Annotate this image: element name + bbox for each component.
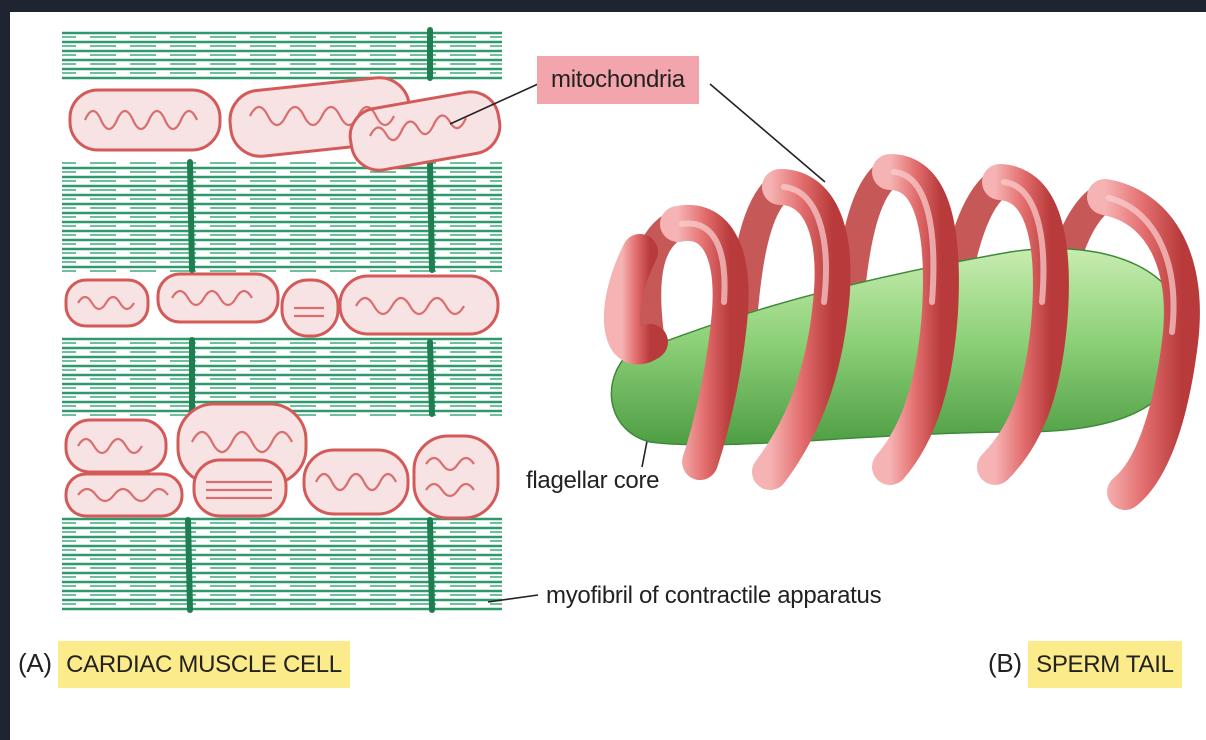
panel-a-letter: (A) — [18, 648, 52, 678]
window-left-border — [0, 0, 10, 740]
panel-a-caption: (A) CARDIAC MUSCLE CELL — [18, 648, 350, 679]
cardiac-muscle-drawing — [62, 30, 504, 612]
figure-canvas: mitochondria flagellar core myofibril of… — [10, 12, 1206, 740]
myofibril-band-1 — [62, 30, 502, 80]
mitochondria-label: mitochondria — [537, 56, 699, 104]
panel-b-caption: (B) SPERM TAIL — [988, 648, 1182, 679]
sperm-tail-drawing — [611, 172, 1185, 492]
myofibril-band-4 — [62, 517, 502, 612]
flagellar-core-label: flagellar core — [526, 467, 659, 495]
window-top-border — [0, 0, 1206, 12]
myofibril-label: myofibril of contractile apparatus — [546, 582, 881, 610]
panel-a-title: CARDIAC MUSCLE CELL — [58, 641, 350, 688]
myofibril-band-2 — [62, 162, 502, 272]
panel-b-title: SPERM TAIL — [1028, 641, 1182, 688]
figure-illustration — [10, 12, 1206, 740]
panel-b-letter: (B) — [988, 648, 1022, 678]
